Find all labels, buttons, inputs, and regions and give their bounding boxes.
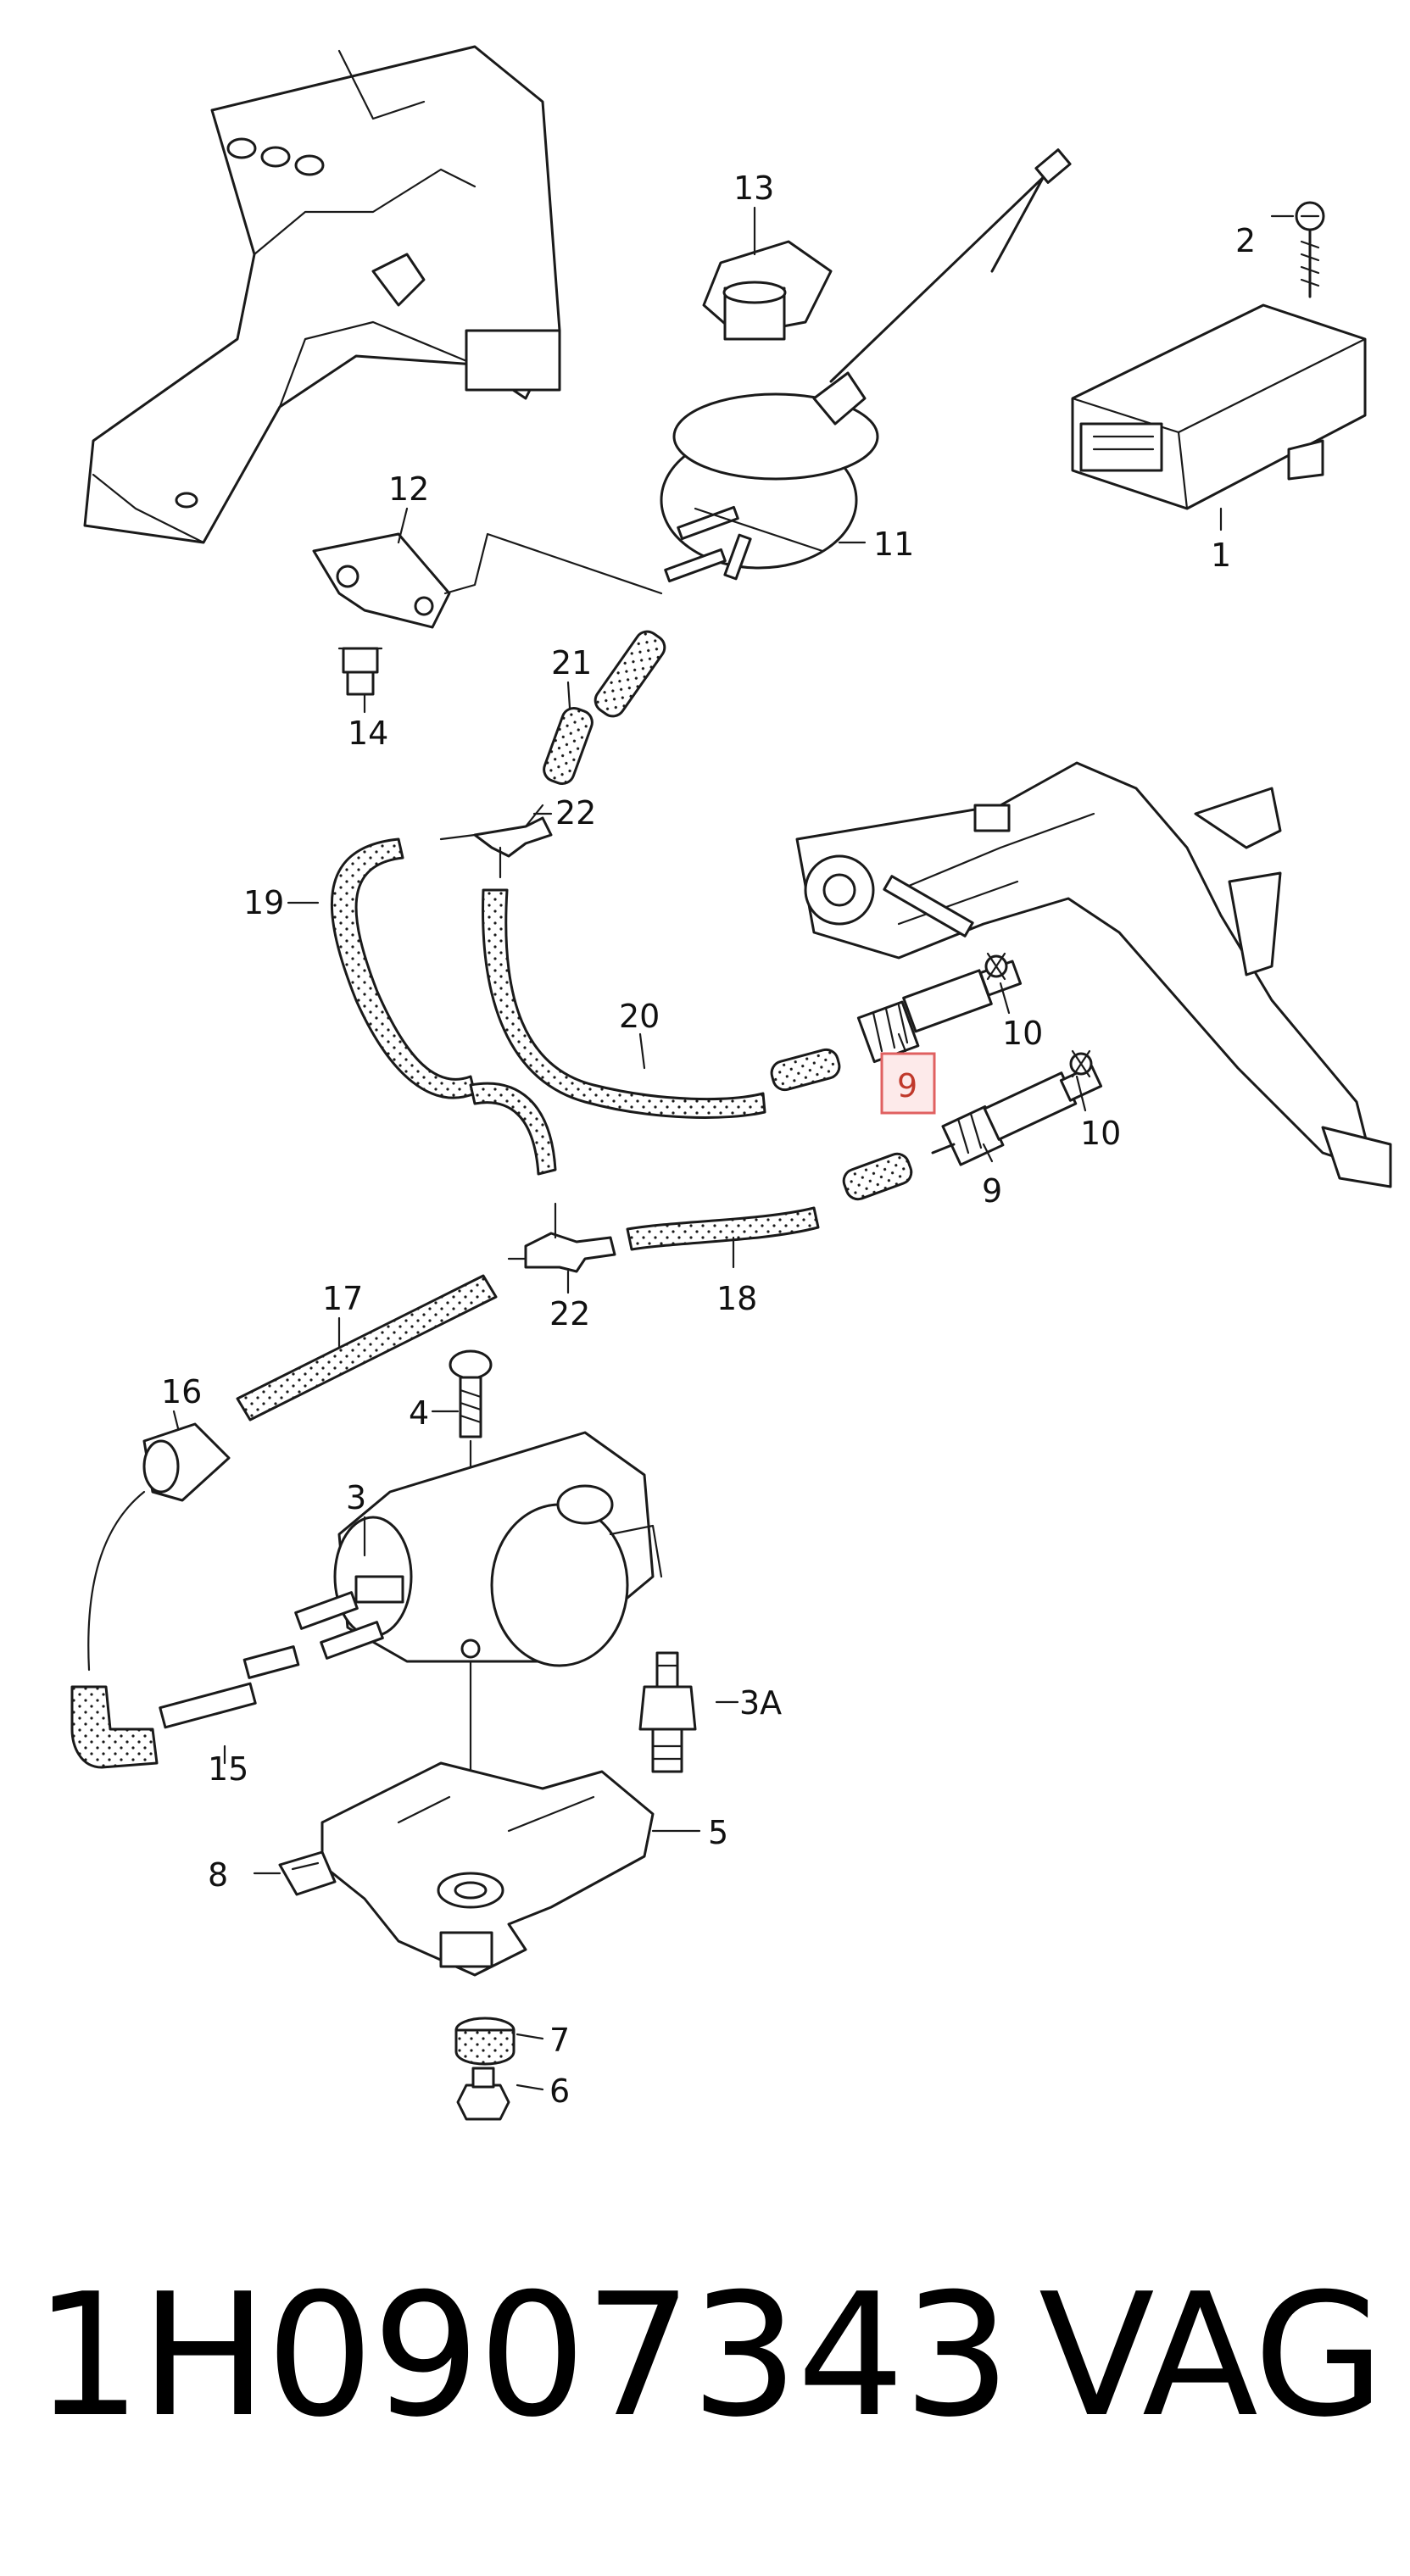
mounting-plate-5 <box>320 1761 655 1977</box>
callout-9-lower: 9 <box>982 1172 1002 1210</box>
callout-22-upper: 22 <box>555 794 596 832</box>
clip-8 <box>278 1850 337 1896</box>
bracket-12 <box>312 532 451 629</box>
callout-4: 4 <box>409 1394 429 1432</box>
callout-1: 1 <box>1211 537 1231 574</box>
callout-22-lower: 22 <box>549 1295 590 1333</box>
highlight-box-9 <box>880 1052 936 1115</box>
callout-5: 5 <box>708 1814 728 1851</box>
grommet-7 <box>454 2017 516 2066</box>
clip-10-upper <box>984 952 1008 981</box>
hose-20 <box>482 888 841 1119</box>
callout-7: 7 <box>549 2022 570 2059</box>
callout-14: 14 <box>348 715 388 752</box>
leader-lines <box>172 206 1295 2091</box>
callout-18: 18 <box>716 1280 757 1317</box>
t-piece-22-upper <box>439 804 553 879</box>
callout-3: 3 <box>346 1479 366 1516</box>
connector-16 <box>142 1422 231 1502</box>
vacuum-servo-11 <box>660 148 1072 583</box>
callout-8: 8 <box>208 1856 228 1894</box>
callout-20: 20 <box>619 998 660 1035</box>
screw-2 <box>1295 201 1325 298</box>
hose-18 <box>626 1152 913 1251</box>
callout-11: 11 <box>873 526 914 563</box>
pedal-assembly <box>795 761 1392 1188</box>
body-panel <box>83 45 561 544</box>
callout-17: 17 <box>322 1280 363 1317</box>
valve-3a <box>638 1651 697 1773</box>
callout-2: 2 <box>1235 222 1256 259</box>
bolt-14 <box>337 647 383 696</box>
callout-21: 21 <box>551 644 592 682</box>
t-piece-22-lower <box>507 1202 616 1273</box>
clip-10-lower <box>1069 1049 1093 1078</box>
hose-17 <box>236 1274 498 1422</box>
callout-10-lower: 10 <box>1080 1115 1121 1152</box>
hose-21 <box>543 630 666 785</box>
connector-15-hose <box>70 1490 300 1769</box>
callout-15: 15 <box>208 1750 248 1788</box>
part-number: 1H0907343 <box>34 2257 1011 2455</box>
callout-labels: 1 2 3 3A 4 5 6 7 8 9 9 10 10 11 12 13 14… <box>161 170 1256 2110</box>
callout-10-upper: 10 <box>1002 1015 1043 1052</box>
control-unit-1 <box>1071 303 1367 510</box>
pressure-regulator-3 <box>294 1431 663 1667</box>
callout-19: 19 <box>243 884 284 921</box>
callout-3a: 3A <box>739 1684 782 1722</box>
hose-19 <box>330 837 557 1176</box>
callout-12: 12 <box>388 470 429 508</box>
brake-switch-9-lower <box>931 1065 1103 1166</box>
bolt-6 <box>456 2067 510 2121</box>
holder-13 <box>702 240 833 341</box>
callout-6: 6 <box>549 2072 570 2110</box>
brand-name: VAG <box>1039 2257 1385 2455</box>
callout-16: 16 <box>161 1373 202 1410</box>
callout-13: 13 <box>733 170 774 207</box>
callout-9-highlighted: 9 <box>897 1067 917 1104</box>
